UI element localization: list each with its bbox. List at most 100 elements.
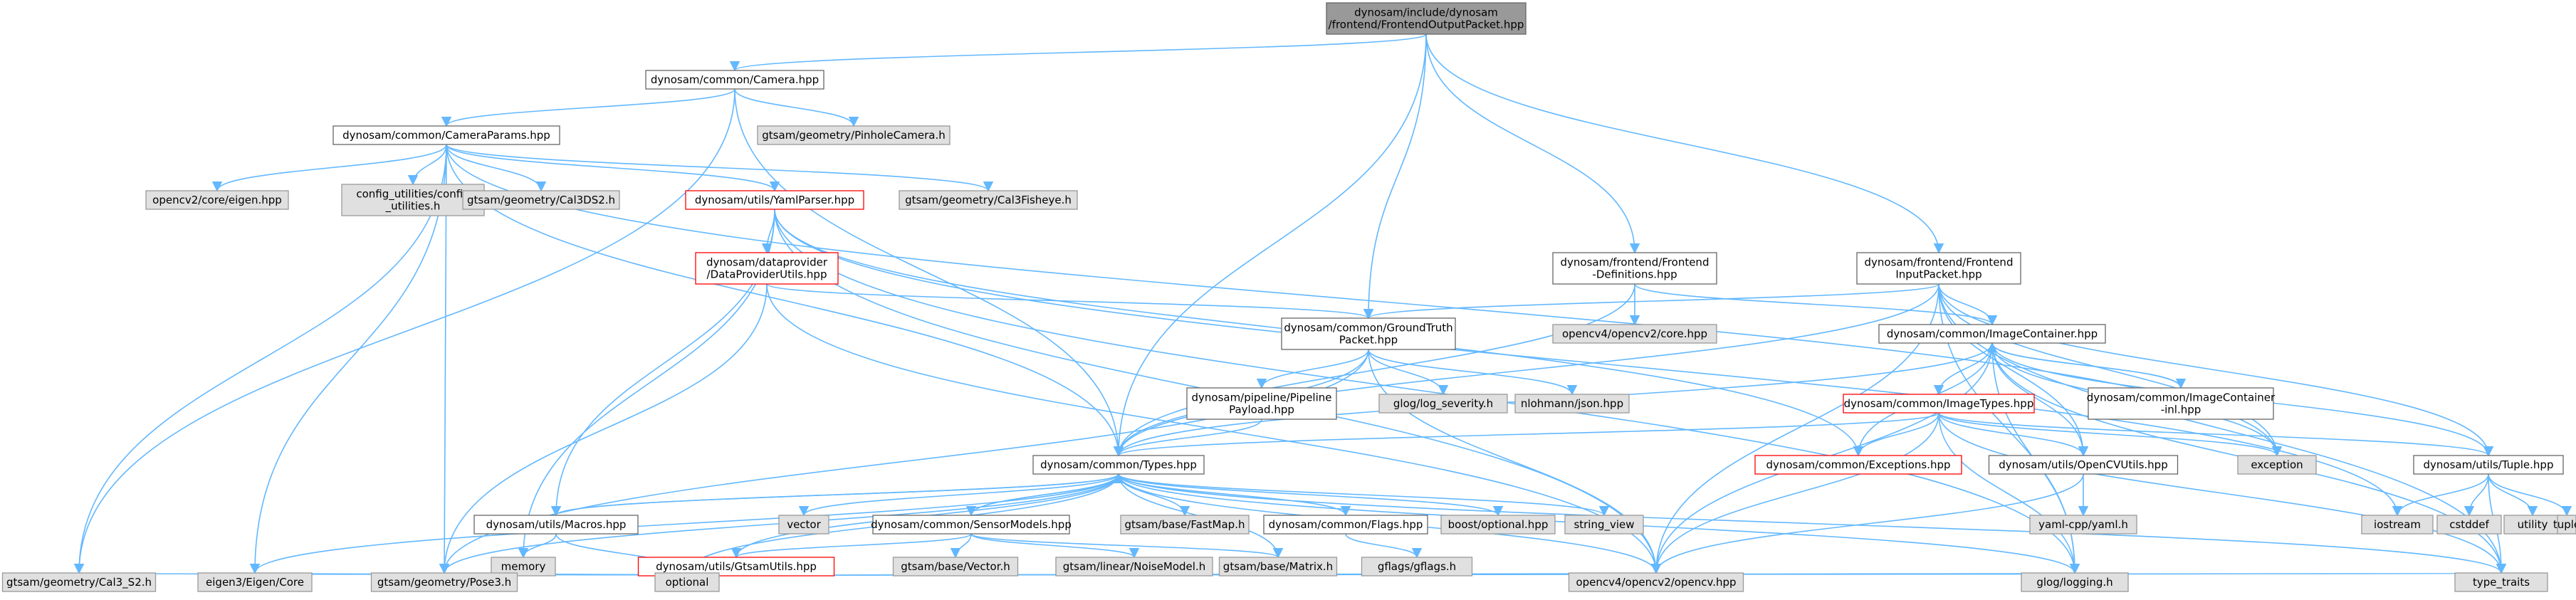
edge-sensormodels-to-gtsamutils	[731, 533, 972, 559]
edge-cameraparams-to-cal3ds2	[446, 144, 547, 192]
node-utility: utility	[2503, 515, 2562, 535]
node-label: /DataProviderUtils.hpp	[707, 268, 827, 281]
edge-types-to-eigen	[250, 473, 1119, 574]
node-types[interactable]: dynosam/common/Types.hpp	[1032, 455, 1205, 475]
edge-cameraparams-to-yamlparser	[446, 144, 780, 192]
node-eigen: eigen3/Eigen/Core	[197, 572, 313, 592]
node-box	[757, 125, 951, 145]
edge-groundtruth-to-nlohmann	[1368, 349, 1578, 396]
node-exception: exception	[2237, 455, 2317, 475]
edge-dataprovider-to-groundtruth	[766, 283, 1373, 320]
node-cal3s2: gtsam/geometry/Cal3_S2.h	[1, 572, 157, 592]
node-imagecontainer[interactable]: dynosam/common/ImageContainer.hpp	[1878, 324, 2106, 344]
node-yamlparser[interactable]: dynosam/utils/YamlParser.hpp	[685, 190, 864, 210]
edge-macros-to-memory	[518, 533, 557, 559]
node-label: glog/logging.h	[2036, 576, 2112, 589]
node-imagecontainer_inl[interactable]: dynosam/common/ImageContainer-inl.hpp	[2087, 387, 2276, 420]
node-flags[interactable]: dynosam/common/Flags.hpp	[1263, 515, 1428, 535]
node-box	[1988, 455, 2179, 475]
node-label: dynosam/utils/YamlParser.hpp	[695, 194, 854, 206]
edge-types-to-vector	[798, 473, 1119, 517]
node-box	[645, 70, 824, 90]
edge-tuple_hpp-to-cstddef	[2464, 473, 2489, 517]
node-box	[1218, 557, 1338, 577]
node-label: Packet.hpp	[1339, 334, 1398, 347]
edge-root-to-types	[1113, 33, 1427, 457]
node-label: exception	[2251, 458, 2303, 471]
node-box	[778, 515, 829, 535]
node-box	[2237, 455, 2317, 475]
node-tuple_hpp[interactable]: dynosam/utils/Tuple.hpp	[2413, 455, 2564, 475]
node-imagetypes[interactable]: dynosam/common/ImageTypes.hpp	[1843, 394, 2035, 414]
node-root[interactable]: dynosam/include/dynosam/frontend/Fronten…	[1326, 2, 1527, 35]
node-opencv_eigen: opencv2/core/eigen.hpp	[145, 190, 289, 210]
node-label: cstddef	[2449, 518, 2489, 531]
node-string_view: string_view	[1564, 515, 1644, 535]
node-tuple: tuple	[2553, 515, 2576, 535]
node-opencv_core: opencv4/opencv2/core.hpp	[1552, 324, 1717, 344]
node-label: opencv4/opencv2/opencv.hpp	[1576, 576, 1736, 589]
node-label: dynosam/common/Camera.hpp	[651, 73, 819, 86]
node-box	[1361, 557, 1473, 577]
node-gtsam_vector: gtsam/base/Vector.h	[892, 557, 1019, 577]
node-box	[1514, 394, 1630, 414]
edge-camera-to-cameraparams	[441, 88, 735, 127]
node-dataprovider[interactable]: dynosam/dataprovider/DataProviderUtils.h…	[695, 252, 839, 285]
node-box	[1378, 394, 1508, 414]
node-camera[interactable]: dynosam/common/Camera.hpp	[645, 70, 824, 90]
node-box	[1281, 317, 1456, 350]
node-box	[695, 252, 839, 285]
edge-tuple_hpp-to-iostream	[2392, 473, 2489, 517]
node-label: dynosam/common/ImageContainer	[2087, 391, 2276, 404]
node-label: dynosam/common/ImageContainer.hpp	[1887, 327, 2098, 340]
node-box	[1843, 394, 2035, 414]
node-label: eigen3/Eigen/Core	[206, 576, 304, 589]
node-box	[2029, 515, 2137, 535]
edge-yamlparser-to-iostream	[774, 209, 2403, 517]
node-box	[654, 572, 720, 592]
node-box	[145, 190, 289, 210]
node-box	[1120, 515, 1250, 535]
node-label: dynosam/utils/Tuple.hpp	[2424, 458, 2554, 471]
node-label: opencv4/opencv2/core.hpp	[1562, 327, 1707, 340]
edge-frontendinput-to-types	[1113, 283, 1939, 457]
node-box	[2454, 572, 2548, 592]
node-label: dynosam/common/Exceptions.hpp	[1766, 458, 1950, 471]
node-cameraparams[interactable]: dynosam/common/CameraParams.hpp	[333, 125, 560, 145]
node-boostopt: boost/optional.hpp	[1440, 515, 1556, 535]
node-box	[2088, 387, 2274, 420]
edge-pipeline-to-types	[1113, 419, 1262, 457]
edge-groundtruth-to-pipeline	[1256, 349, 1369, 389]
node-gtsamutils[interactable]: dynosam/utils/GtsamUtils.hpp	[637, 557, 835, 577]
edge-sensormodels-to-noisemodel	[970, 533, 1140, 559]
node-label: memory	[501, 560, 546, 573]
node-label: boost/optional.hpp	[1448, 518, 1549, 531]
node-box	[1440, 515, 1556, 535]
node-matrix: gtsam/base/Matrix.h	[1218, 557, 1338, 577]
edge-frontendinput-to-opencvutils	[1938, 283, 2089, 457]
node-pinhole: gtsam/geometry/PinholeCamera.h	[757, 125, 951, 145]
node-macros[interactable]: dynosam/utils/Macros.hpp	[473, 515, 639, 535]
node-cstddef: cstddef	[2436, 515, 2502, 535]
node-label: dynosam/common/ImageTypes.hpp	[1844, 397, 2034, 410]
node-frontenddefs[interactable]: dynosam/frontend/Frontend-Definitions.hp…	[1552, 252, 1717, 285]
node-label: gtsam/base/FastMap.h	[1125, 518, 1245, 531]
node-label: -Definitions.hpp	[1592, 268, 1677, 281]
node-opencvutils[interactable]: dynosam/utils/OpenCVUtils.hpp	[1988, 455, 2179, 475]
node-sensormodels[interactable]: dynosam/common/SensorModels.hpp	[871, 515, 1072, 535]
node-exceptions[interactable]: dynosam/common/Exceptions.hpp	[1754, 455, 1962, 475]
node-label: utility	[2518, 518, 2548, 531]
node-box	[1032, 455, 1205, 475]
node-box	[2557, 515, 2576, 535]
edge-root-to-groundtruth	[1363, 33, 1427, 320]
edge-cameraparams-to-opencv_eigen	[211, 144, 447, 192]
node-box	[1754, 455, 1962, 475]
edge-imagetypes-to-glog	[1938, 412, 2080, 574]
node-label: yaml-cpp/yaml.h	[2038, 518, 2128, 531]
edge-flags-to-gflags	[1345, 533, 1423, 559]
node-label: dynosam/include/dynosam	[1354, 6, 1498, 19]
